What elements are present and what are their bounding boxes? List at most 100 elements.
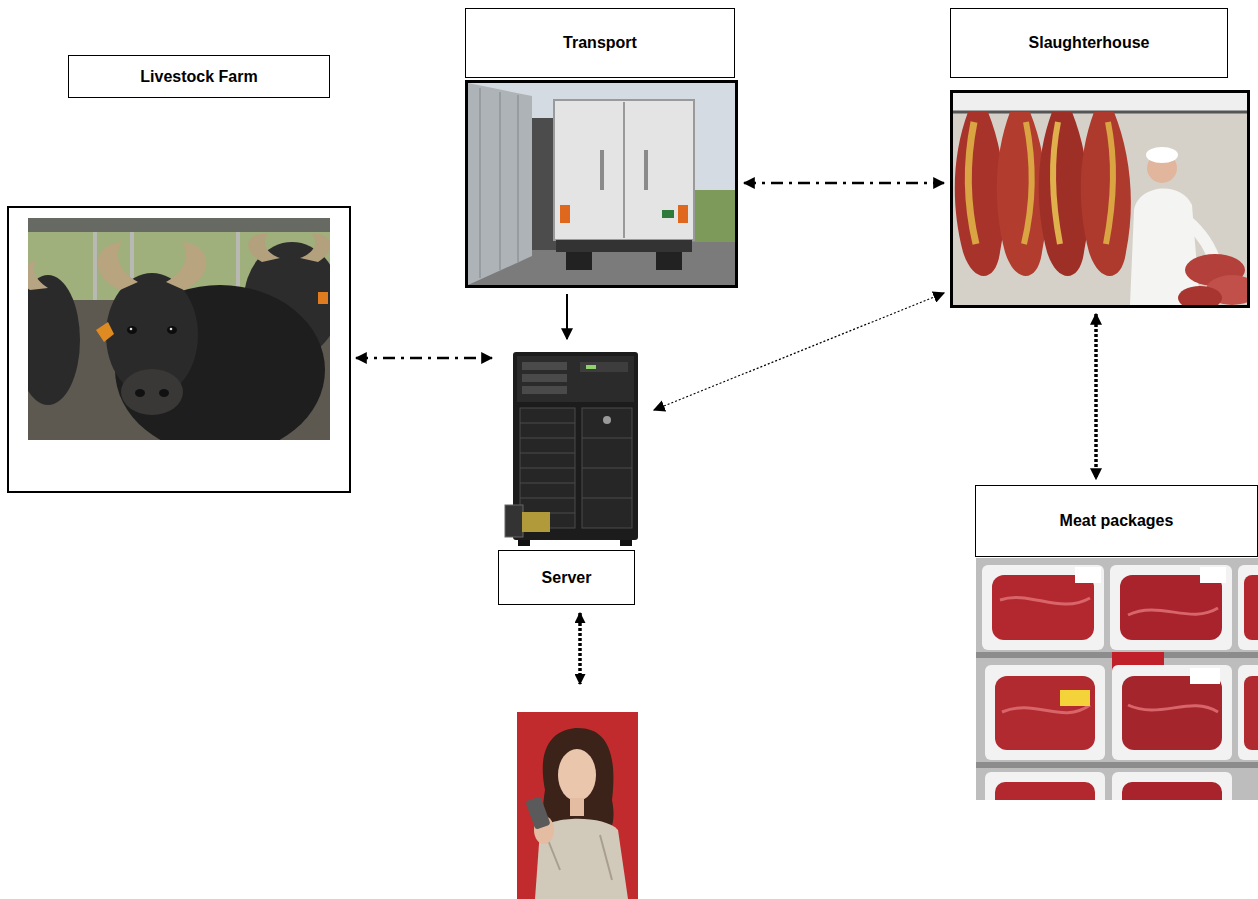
node-label-box: Server bbox=[498, 550, 635, 605]
server-tower-picture-part bbox=[620, 540, 632, 546]
meat-packages-picture-part-part bbox=[1110, 565, 1232, 650]
farm-picture-part-part bbox=[98, 242, 138, 290]
meat-packages-picture-part-part bbox=[1060, 690, 1090, 706]
node-label: Livestock Farm bbox=[140, 67, 257, 86]
consumer-picture bbox=[517, 712, 638, 899]
meat-packages-picture-part-part bbox=[1244, 676, 1258, 750]
meat-packages-picture bbox=[976, 558, 1258, 812]
slaughterhouse-picture-part-part-part bbox=[968, 122, 976, 244]
farm-picture-part-part bbox=[248, 234, 280, 262]
server-tower-picture-part bbox=[520, 408, 575, 528]
connector-arrow bbox=[654, 293, 944, 410]
farm-picture-part-part bbox=[28, 262, 48, 290]
truck-picture-part-part bbox=[662, 210, 674, 218]
meat-packages-picture-part-part bbox=[1000, 598, 1090, 605]
node-label-box: Livestock Farm bbox=[68, 55, 330, 98]
truck-picture-part-part bbox=[600, 150, 604, 190]
server-tower-picture-part bbox=[603, 416, 611, 424]
meat-packages-picture-part-part bbox=[1122, 782, 1222, 800]
meat-packages-picture-part bbox=[976, 558, 1258, 800]
server-tower-picture-part bbox=[586, 365, 596, 369]
picture-node: Meat packages bbox=[975, 485, 1258, 800]
farm-picture-part-part bbox=[167, 326, 177, 334]
server-tower-picture-part bbox=[520, 483, 575, 484]
picture-node: Livestock Farm bbox=[8, 55, 350, 492]
meat-packages-picture-part-part bbox=[976, 762, 1258, 768]
server-tower-picture-part bbox=[520, 438, 575, 439]
farm-picture-part-part bbox=[121, 369, 183, 415]
truck-picture-part-part bbox=[532, 118, 556, 250]
truck-picture-part-part bbox=[678, 205, 688, 223]
farm-picture-part-part bbox=[28, 218, 330, 232]
server-tower-picture bbox=[505, 352, 638, 546]
picture-node: Slaughterhouse bbox=[950, 8, 1250, 308]
truck-picture-part-part bbox=[566, 252, 592, 270]
meat-packages-picture-part-part bbox=[995, 782, 1095, 800]
connector-arrow bbox=[356, 357, 492, 360]
farm-picture-part bbox=[8, 207, 350, 492]
farm-picture-part-part bbox=[96, 322, 114, 342]
truck-picture-part bbox=[468, 83, 735, 285]
slaughterhouse-picture-part-part-part bbox=[1024, 122, 1032, 244]
slaughterhouse-picture-part-part-part bbox=[1106, 122, 1113, 244]
consumer-picture-part bbox=[525, 728, 628, 899]
server-tower-picture-part bbox=[522, 512, 550, 532]
slaughterhouse-picture-part bbox=[953, 93, 1247, 305]
consumer-picture-part-part bbox=[548, 835, 612, 880]
server-tower-picture-part bbox=[520, 468, 575, 469]
meat-packages-picture-part-part bbox=[1002, 705, 1090, 713]
slaughterhouse-picture-part-part-part bbox=[1053, 122, 1060, 244]
meat-packages-picture-part-part bbox=[1128, 705, 1218, 712]
farm-picture-part-part bbox=[159, 389, 169, 397]
truck-picture bbox=[468, 83, 740, 287]
server-tower-picture-part bbox=[505, 505, 523, 537]
slaughterhouse-picture-part-part-part bbox=[1081, 112, 1131, 276]
slaughterhouse-picture-part-part bbox=[953, 93, 1247, 111]
slaughterhouse-picture-part-part bbox=[1146, 147, 1178, 163]
consumer-picture-part-part bbox=[570, 798, 584, 816]
server-tower-picture-part bbox=[522, 362, 567, 370]
server-tower-picture-part bbox=[582, 408, 632, 528]
truck-picture-part-part bbox=[644, 150, 648, 190]
truck-picture-part-part bbox=[656, 252, 682, 270]
farm-picture-part bbox=[28, 218, 330, 440]
server-tower-picture-part bbox=[582, 498, 632, 499]
picture-node: Transport bbox=[465, 8, 738, 288]
consumer-picture-part bbox=[517, 712, 638, 899]
farm-picture-part-part bbox=[300, 234, 330, 262]
truck-picture-part-part bbox=[623, 102, 625, 238]
consumer-picture-part-part bbox=[543, 728, 614, 834]
server-tower-picture-part bbox=[518, 540, 530, 546]
server-tower-picture-part bbox=[520, 498, 575, 499]
meat-packages-picture-part-part bbox=[1238, 565, 1258, 650]
meat-packages-picture-part-part bbox=[985, 772, 1105, 800]
server-tower-picture-part bbox=[522, 374, 567, 382]
meat-packages-picture-part-part bbox=[1190, 668, 1220, 684]
truck-picture-part-part bbox=[560, 205, 570, 223]
consumer-link bbox=[580, 613, 581, 684]
slaughterhouse-picture bbox=[953, 93, 1258, 310]
meat-packages-picture-part-part bbox=[982, 565, 1104, 650]
meat-packages-picture-part-part bbox=[992, 575, 1094, 640]
meat-packages-picture-part-part bbox=[1122, 676, 1222, 750]
node-label: Server bbox=[542, 568, 592, 587]
consumer-picture-part-part bbox=[525, 796, 550, 830]
slaughterhouse-picture-part-part bbox=[953, 93, 1247, 305]
server-tower-picture-part bbox=[580, 362, 628, 372]
server-tower-picture-part bbox=[517, 356, 634, 402]
meat-packages-picture-part-part bbox=[976, 558, 1258, 800]
truck-picture-part-part bbox=[554, 100, 694, 240]
server-tower-picture-part bbox=[522, 386, 567, 394]
slaughterhouse-picture-part-part bbox=[1081, 112, 1131, 276]
node-label: Slaughterhouse bbox=[1029, 33, 1150, 52]
consumer-picture-part-part bbox=[558, 749, 596, 801]
farm-picture-part-part bbox=[130, 328, 133, 331]
truck-picture-part-part bbox=[690, 190, 735, 245]
farm-picture-part-part bbox=[93, 232, 97, 305]
connector-arrow bbox=[744, 182, 944, 185]
meat-packages-picture-part-part bbox=[995, 676, 1095, 750]
connector-arrow bbox=[1094, 314, 1098, 479]
